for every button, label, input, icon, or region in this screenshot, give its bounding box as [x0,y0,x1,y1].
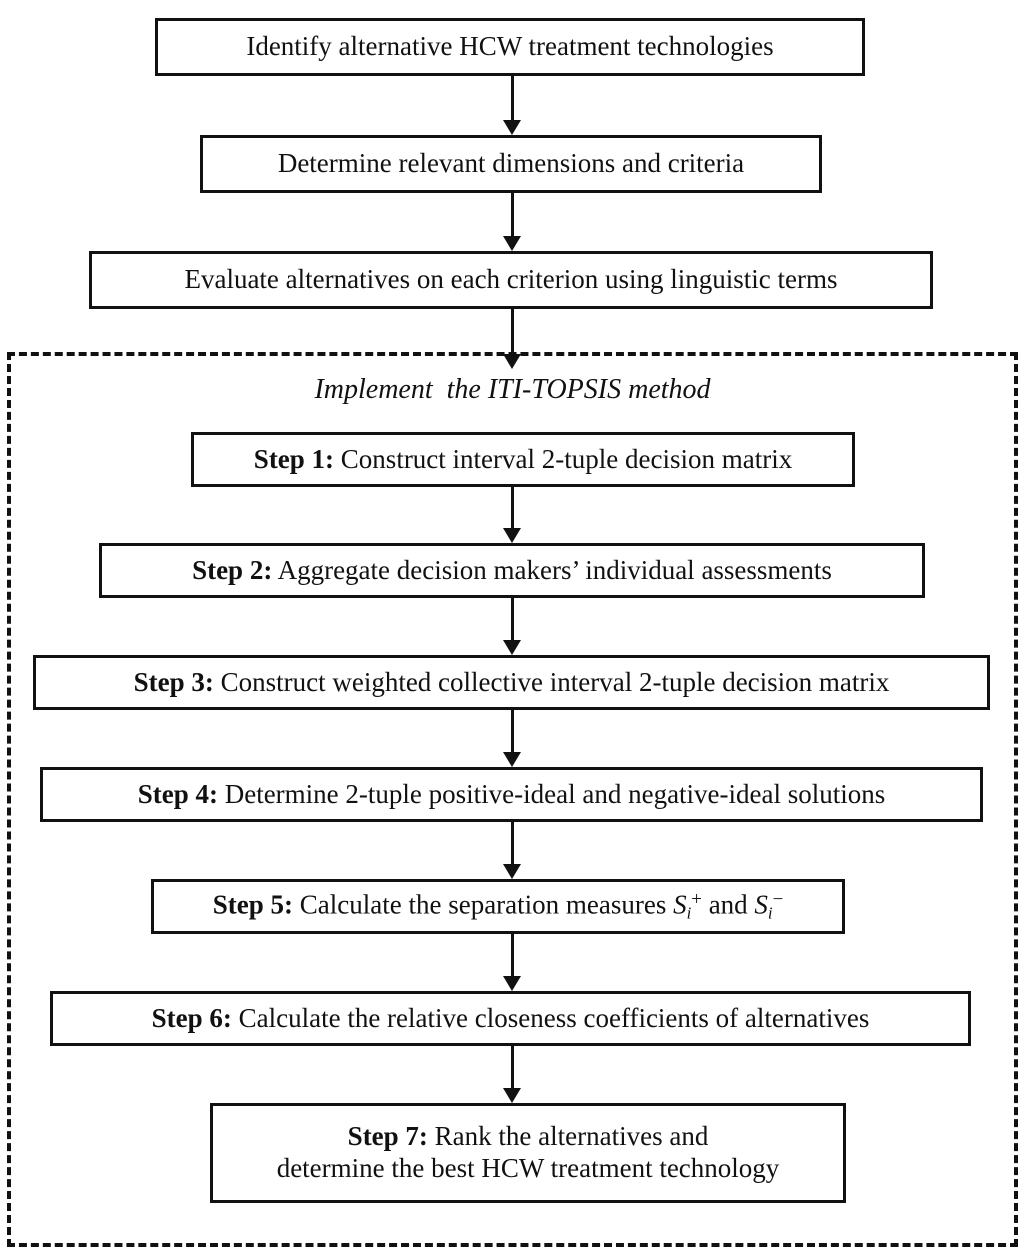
method-step-box-1-label: Step 1: Construct interval 2-tuple decis… [254,444,792,476]
connector-arrow-4 [503,487,521,543]
arrowhead-icon [503,864,521,879]
arrowhead-icon [503,528,521,543]
arrowhead-icon [503,976,521,991]
step-5-math-var-1: S [673,889,687,920]
step-4-text: Determine 2-tuple positive-ideal and neg… [217,778,886,809]
method-step-box-4-label: Step 4: Determine 2-tuple positive-ideal… [138,779,886,811]
step-5-label: Step 5: [212,889,294,920]
connector-arrow-1 [503,76,521,135]
connector-arrow-3 [503,309,521,369]
step-5-math-sup-2: − [772,889,784,911]
method-step-box-6-label: Step 6: Calculate the relative closeness… [152,1003,870,1035]
process-box-determine-criteria: Determine relevant dimensions and criter… [200,135,822,193]
method-step-box-1: Step 1: Construct interval 2-tuple decis… [191,432,855,487]
method-step-box-5: Step 5: Calculate the separation measure… [151,879,845,934]
method-step-box-5-label: Step 5: Calculate the separation measure… [213,889,783,923]
step-6-text: Calculate the relative closeness coeffic… [231,1002,870,1033]
step-5-text: Calculate the separation measures [293,889,674,920]
method-step-box-4: Step 4: Determine 2-tuple positive-ideal… [40,767,983,822]
connector-arrow-7 [503,822,521,879]
step-2-text: Aggregate decision makers’ individual as… [272,554,832,585]
method-step-box-7-line-1: Step 7: Rank the alternatives and [348,1121,709,1153]
connector-arrow-9 [503,1046,521,1103]
step-7-text: Rank the alternatives and [427,1121,709,1152]
connector-arrow-2 [503,193,521,251]
step-7-label: Step 7: [347,1121,428,1152]
process-box-determine-criteria-label: Determine relevant dimensions and criter… [277,148,745,179]
connector-shaft [510,193,514,238]
method-step-box-7: Step 7: Rank the alternatives and determ… [210,1103,846,1203]
method-step-box-6: Step 6: Calculate the relative closeness… [50,991,971,1046]
step-5-math-conjunction: and [701,889,755,920]
step-4-label: Step 4: [137,778,218,809]
arrowhead-icon [503,120,521,135]
step-1-label: Step 1: [253,443,335,474]
process-box-identify-label: Identify alternative HCW treatment techn… [246,31,774,62]
connector-shaft [510,934,514,978]
iti-topsis-method-region [7,352,1018,1247]
process-box-evaluate: Evaluate alternatives on each criterion … [89,251,933,309]
step-5-math-sub-1: i [686,903,692,923]
connector-shaft [510,309,514,356]
process-box-evaluate-label: Evaluate alternatives on each criterion … [184,264,838,295]
connector-arrow-8 [503,934,521,991]
connector-shaft [510,598,514,642]
method-step-box-3-label: Step 3: Construct weighted collective in… [134,667,890,699]
step-2-label: Step 2: [192,554,273,585]
step-3-label: Step 3: [133,666,214,697]
arrowhead-icon [503,752,521,767]
step-5-math-sub-2: i [767,903,773,923]
method-step-box-3: Step 3: Construct weighted collective in… [33,655,990,710]
step-5-math-sup-1: + [691,889,702,911]
method-step-box-7-line-2: determine the best HCW treatment technol… [276,1153,780,1183]
process-box-identify: Identify alternative HCW treatment techn… [155,18,865,76]
connector-shaft [510,822,514,866]
step-6-label: Step 6: [151,1002,232,1033]
arrowhead-icon [503,1088,521,1103]
connector-arrow-5 [503,598,521,655]
connector-shaft [510,1046,514,1090]
connector-arrow-6 [503,710,521,767]
arrowhead-icon [503,640,521,655]
region-title: Implement the ITI-TOPSIS method [314,374,711,405]
method-step-box-2-label: Step 2: Aggregate decision makers’ indiv… [192,555,832,587]
step-1-text: Construct interval 2-tuple decision matr… [334,443,793,474]
step-5-math-var-2: S [754,889,768,920]
connector-shaft [510,76,514,122]
connector-shaft [510,487,514,530]
step-3-text: Construct weighted collective interval 2… [213,666,890,697]
connector-shaft [510,710,514,754]
arrowhead-icon [503,236,521,251]
method-step-box-2: Step 2: Aggregate decision makers’ indiv… [99,543,925,598]
arrowhead-icon [503,354,521,369]
